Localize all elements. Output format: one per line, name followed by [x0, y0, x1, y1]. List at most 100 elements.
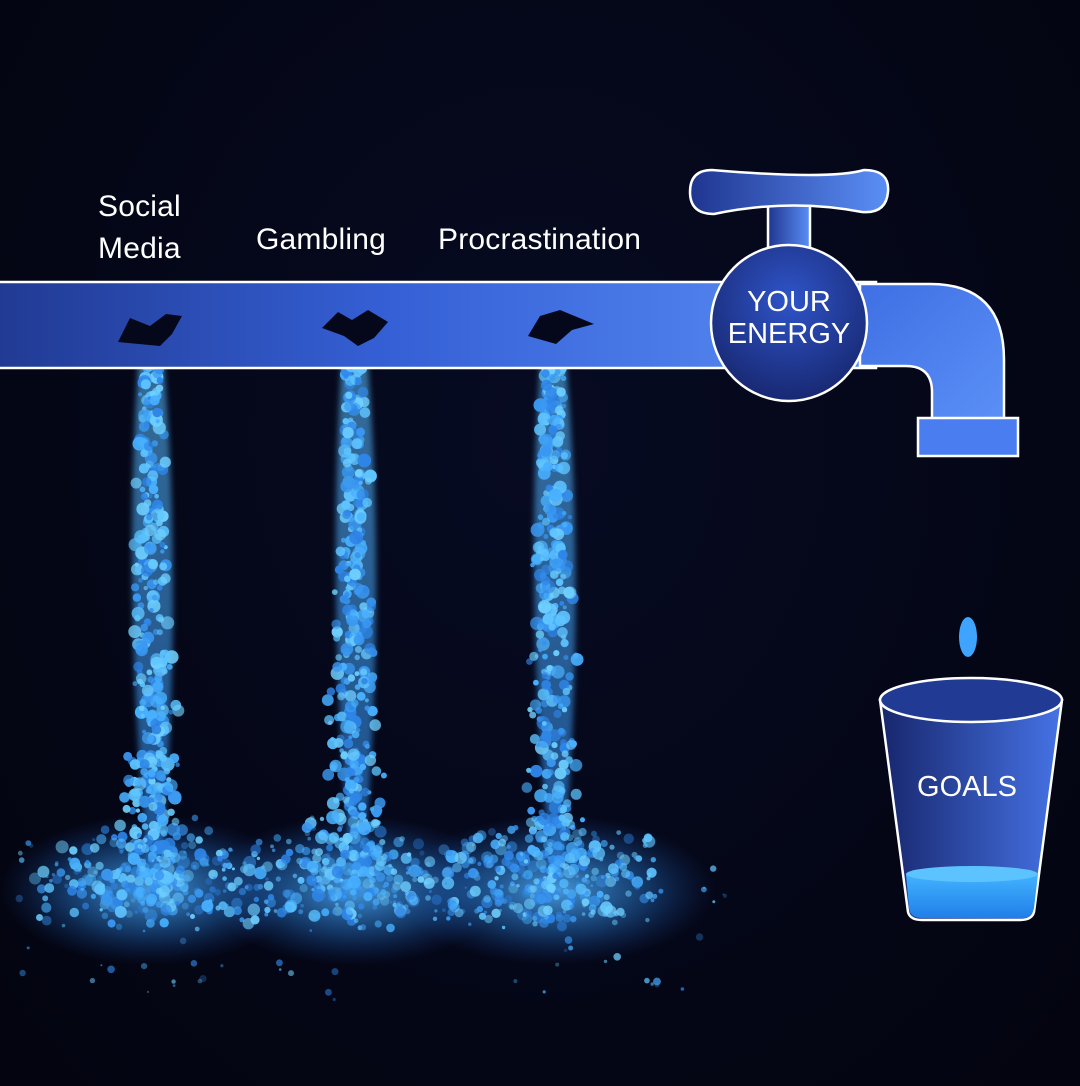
water-droplet — [460, 838, 469, 847]
water-droplet — [359, 602, 368, 611]
water-droplet — [194, 926, 200, 932]
water-droplet — [288, 970, 294, 977]
water-droplet — [147, 676, 154, 683]
water-droplet — [285, 848, 294, 857]
water-droplet — [382, 884, 386, 889]
water-droplet — [154, 870, 165, 881]
water-droplet — [563, 948, 568, 953]
water-droplet — [138, 903, 149, 914]
water-droplet — [424, 856, 436, 868]
water-droplet — [407, 893, 420, 907]
water-droplet — [135, 808, 141, 813]
water-droplet — [540, 836, 547, 843]
water-droplet — [508, 883, 519, 894]
water-droplet — [119, 792, 130, 803]
cup-body — [878, 698, 1064, 922]
water-droplet — [529, 711, 537, 719]
water-droplet — [340, 849, 350, 859]
water-droplet — [335, 683, 346, 694]
water-droplet — [69, 846, 78, 855]
water-droplet — [348, 453, 361, 466]
water-droplet — [128, 788, 141, 802]
water-droplet — [138, 392, 143, 397]
water-droplet — [255, 838, 263, 846]
water-droplet — [560, 806, 566, 813]
water-droplet — [359, 855, 372, 868]
water-droplet — [519, 852, 523, 856]
water-droplet — [140, 379, 151, 390]
water-droplet — [107, 919, 116, 928]
water-droplet — [254, 866, 267, 880]
water-droplet — [588, 895, 601, 907]
water-droplet — [340, 719, 354, 734]
water-droplet — [695, 933, 704, 941]
water-droplet — [341, 465, 355, 479]
water-droplet — [363, 854, 377, 867]
water-droplet — [332, 906, 343, 916]
water-droplet — [284, 901, 297, 913]
water-droplet — [372, 904, 378, 910]
water-droplet — [562, 909, 567, 914]
water-droplet — [561, 750, 569, 758]
water-droplet — [152, 421, 166, 435]
water-droplet — [107, 965, 115, 974]
water-droplet — [569, 740, 577, 748]
water-droplet — [299, 884, 308, 893]
water-droplet — [554, 405, 564, 415]
water-droplet — [563, 799, 572, 808]
water-droplet — [535, 707, 542, 714]
water-droplet — [155, 384, 164, 392]
water-droplet — [144, 895, 150, 901]
water-droplet — [555, 578, 564, 587]
water-droplet — [487, 880, 497, 889]
water-droplet — [342, 418, 349, 425]
water-droplet — [364, 698, 369, 703]
water-droplet — [340, 888, 346, 893]
water-droplet — [538, 637, 548, 647]
water-droplet — [543, 867, 550, 874]
water-droplet — [399, 836, 405, 842]
water-droplet — [137, 861, 150, 874]
water-droplet — [542, 783, 548, 790]
water-droplet — [19, 969, 26, 977]
water-droplet — [342, 510, 351, 519]
water-droplet — [645, 891, 654, 900]
water-droplet — [142, 929, 146, 933]
water-droplet — [116, 838, 127, 849]
water-droplet — [542, 876, 547, 881]
water-droplet — [114, 905, 127, 918]
water-droplet — [220, 964, 224, 968]
water-droplet — [231, 897, 243, 910]
goals-cup — [878, 676, 1064, 922]
water-droplet — [347, 766, 352, 772]
water-droplet — [149, 395, 160, 406]
water-droplet — [539, 556, 545, 562]
water-droplet — [305, 875, 314, 884]
water-droplet — [141, 890, 147, 896]
water-droplet — [159, 456, 171, 468]
water-droplet — [155, 887, 163, 895]
water-droplet — [358, 427, 364, 433]
water-droplet — [417, 876, 425, 883]
water-droplet — [342, 832, 353, 844]
water-droplet — [133, 661, 144, 672]
water-droplet — [494, 876, 499, 881]
water-droplet — [85, 859, 90, 864]
water-droplet — [304, 830, 310, 837]
water-droplet — [221, 867, 226, 872]
water-droplet — [364, 643, 376, 655]
water-droplet — [550, 752, 559, 760]
water-droplet — [360, 668, 368, 676]
water-droplet — [354, 588, 361, 596]
water-droplet — [154, 674, 163, 683]
water-droplet — [135, 643, 148, 657]
water-droplet — [360, 840, 364, 844]
water-droplet — [349, 809, 358, 818]
water-droplet — [559, 878, 569, 889]
water-droplet — [149, 608, 154, 613]
water-droplet — [140, 901, 145, 906]
water-droplet — [55, 840, 69, 854]
water-droplet — [326, 844, 334, 852]
water-droplet — [541, 721, 547, 726]
water-droplet — [568, 945, 574, 951]
